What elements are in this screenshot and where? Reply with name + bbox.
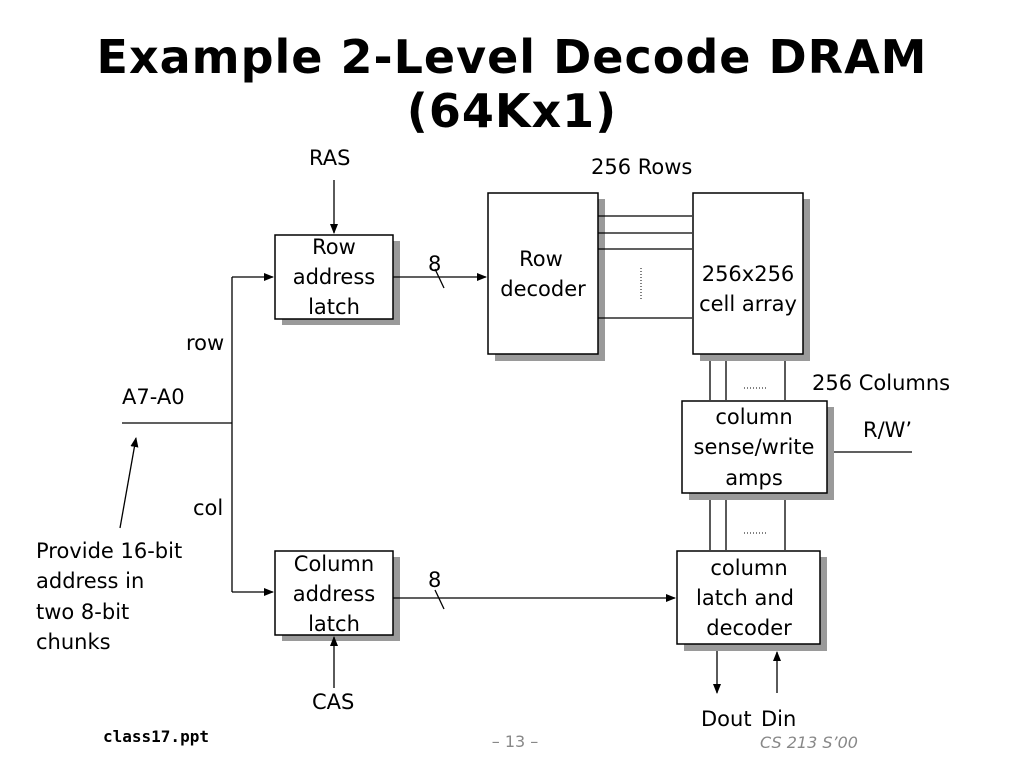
note-line-3: two 8-bit: [36, 600, 129, 624]
cell-array-line-2: cell array: [699, 292, 797, 316]
footer-course: CS 213 S’00: [760, 733, 858, 752]
note-line-1: Provide 16-bit: [36, 539, 182, 563]
sense-amps-line-1: column: [715, 405, 792, 429]
note-text: Provide 16-bit address in two 8-bit chun…: [36, 539, 182, 654]
col-bus-width-label: 8: [428, 568, 441, 592]
column-address-latch-block: Column address latch: [274, 550, 400, 641]
column-address-latch-line-1: Column: [294, 552, 374, 576]
dout-label: Dout: [701, 707, 752, 731]
row-decoder-block: Row decoder: [487, 192, 605, 361]
row-address-latch-block: Row address latch: [274, 234, 400, 325]
cas-label: CAS: [312, 690, 354, 714]
note-pointer-arrow: [119, 437, 139, 529]
row-address-latch-line-1: Row: [312, 235, 356, 259]
column-latch-line-1: column: [710, 556, 787, 580]
row-bus-slash: [434, 268, 445, 289]
ras-label: RAS: [309, 146, 350, 170]
col-label: col: [193, 496, 223, 520]
din-label: Din: [761, 707, 796, 731]
note-line-2: address in: [36, 569, 144, 593]
cell-array-line-1: 256x256: [702, 262, 795, 286]
row-decoder-line-2: decoder: [500, 277, 586, 301]
col-bus-slash: [434, 589, 445, 610]
row-bus-width-label: 8: [428, 252, 441, 276]
row-decoder-line-1: Row: [519, 247, 563, 271]
column-latch-decoder-block: column latch and decoder: [676, 550, 827, 651]
footer-page-number: – 13 –: [491, 732, 539, 751]
column-address-latch-line-2: address: [293, 582, 376, 606]
wires: [119, 180, 912, 694]
row-label: row: [186, 331, 224, 355]
note-line-4: chunks: [36, 630, 111, 654]
cell-array-block: 256x256 cell array: [692, 192, 810, 361]
column-address-latch-line-3: latch: [308, 612, 360, 636]
sense-amps-block: column sense/write amps: [681, 400, 834, 500]
row-address-latch-line-3: latch: [308, 295, 360, 319]
rw-label: R/W’: [863, 418, 912, 442]
footer-filename: class17.ppt: [103, 727, 209, 746]
address-bits-label: A7-A0: [122, 385, 185, 409]
rows-256-label: 256 Rows: [591, 155, 692, 179]
column-latch-line-3: decoder: [706, 616, 792, 640]
sense-amps-line-3: amps: [725, 466, 783, 490]
row-address-latch-line-2: address: [293, 265, 376, 289]
sense-amps-line-2: sense/write: [694, 435, 815, 459]
slide-title: Example 2-Level Decode DRAM (64Kx1): [96, 30, 928, 138]
columns-256-label: 256 Columns: [812, 371, 950, 395]
column-latch-line-2: latch and: [696, 586, 794, 610]
